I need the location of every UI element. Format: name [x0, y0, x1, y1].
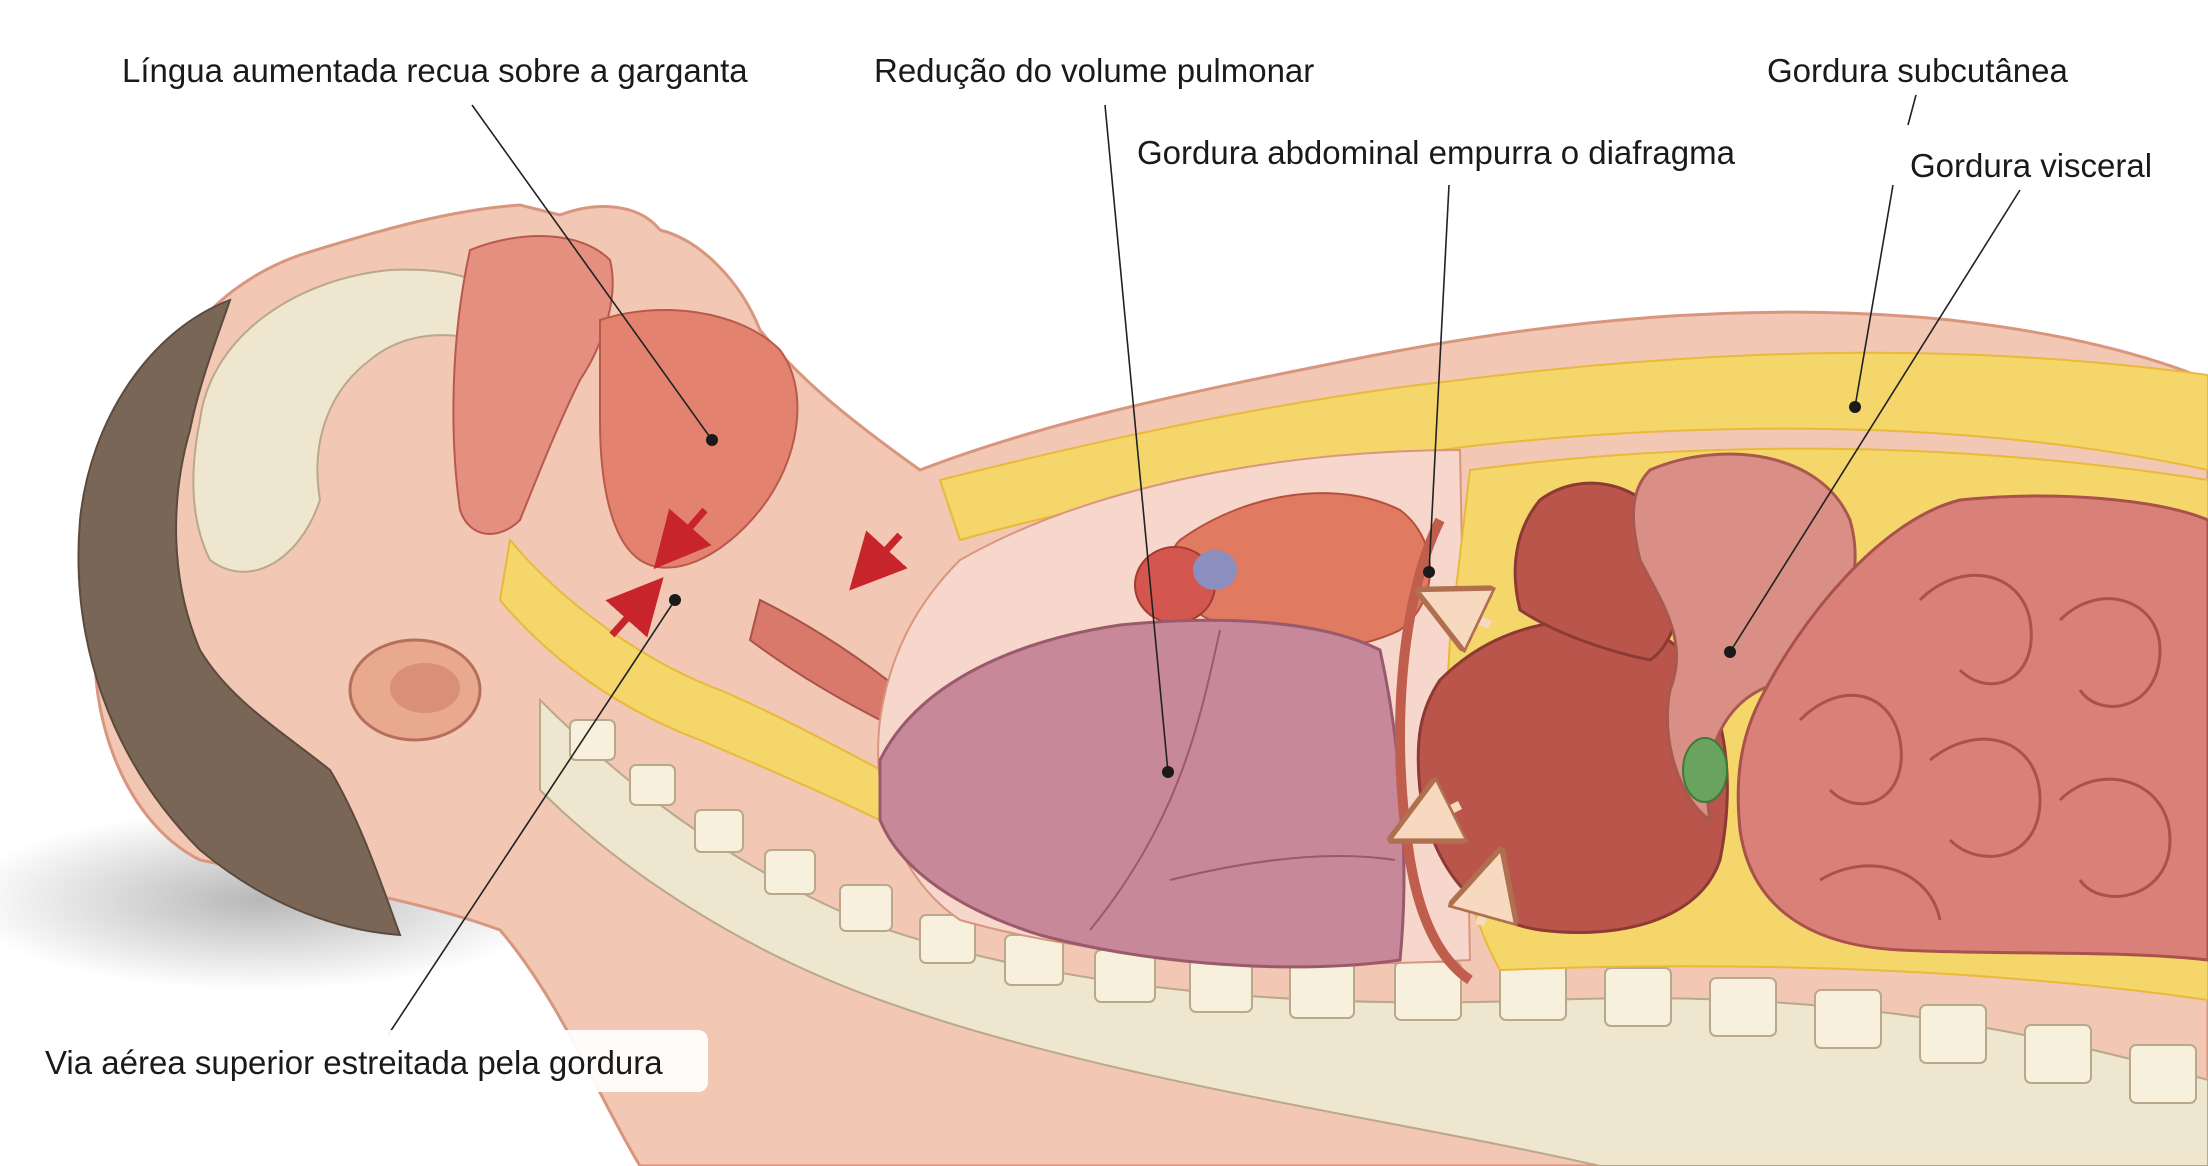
tongue	[599, 309, 799, 569]
label-lung-volume: Redução do volume pulmonar	[874, 52, 1314, 89]
leader-upper-airway	[387, 599, 676, 1036]
cream-arrow-2	[1420, 805, 1460, 825]
leader-tongue	[471, 104, 713, 441]
leader-diaphragm	[1428, 184, 1450, 573]
red-arrow-2	[605, 577, 664, 638]
label-visceral-fat: Gordura visceral	[1910, 147, 2152, 184]
leader-dot-diaphragm	[1423, 566, 1435, 578]
leader-dot-lung-volume	[1162, 766, 1174, 778]
hair	[77, 298, 402, 937]
pulmonary-vessel	[1193, 550, 1237, 590]
cream-arrow-3	[1480, 882, 1492, 925]
ear-inner	[390, 663, 460, 713]
leader-lung-volume	[1104, 104, 1169, 773]
label-subcutaneous-fat: Gordura subcutânea	[1767, 52, 2069, 89]
label-upper-airway: Via aérea superior estreitada pela gordu…	[45, 1044, 663, 1081]
red-arrow-3	[849, 530, 908, 591]
leader-dot-visceral	[1724, 646, 1736, 658]
upper-airway-label-box	[32, 1030, 708, 1092]
leader-lines	[387, 94, 2021, 1036]
intestines	[1736, 494, 2208, 962]
lung-fissure	[1089, 629, 1221, 931]
leader-dot-tongue	[706, 434, 718, 446]
label-abdominal-fat-diaphragm: Gordura abdominal empurra o diafragma	[1137, 134, 1736, 171]
intestine-coils	[1798, 573, 2172, 921]
leader-dot-subcutaneous	[1849, 401, 1861, 413]
skull	[192, 268, 492, 573]
leader-visceral	[1729, 189, 2021, 653]
gallbladder	[1682, 737, 1728, 803]
red-arrow-1	[653, 507, 712, 570]
leader-subcutaneous	[1907, 94, 1917, 126]
label-tongue: Língua aumentada recua sobre a garganta	[122, 52, 748, 89]
leader-dot-upper-airway	[669, 594, 681, 606]
lung-fissure-2	[1169, 855, 1396, 881]
nasal-cavity	[452, 235, 614, 535]
cream-arrow-1	[1448, 605, 1490, 625]
vertebrae	[569, 719, 2197, 1104]
leader-subcutaneous-2	[1854, 184, 1894, 408]
